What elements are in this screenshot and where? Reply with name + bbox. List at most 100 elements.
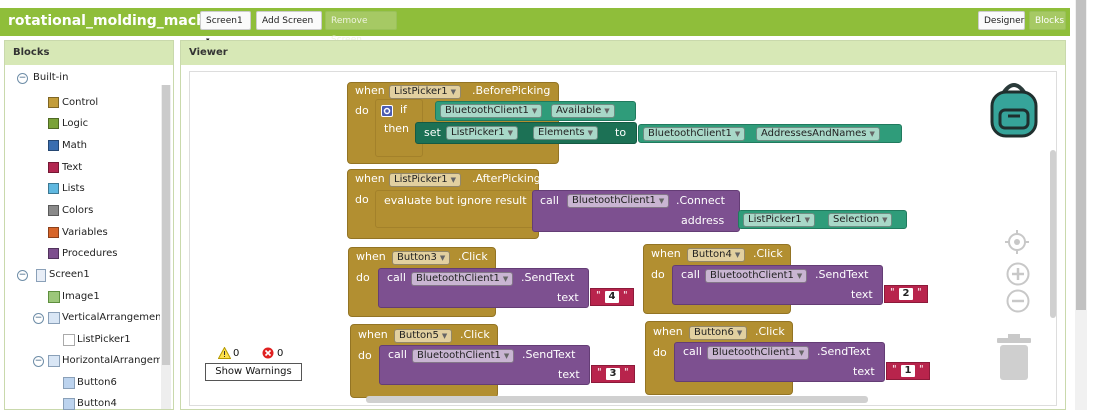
tree-item-label: Math	[62, 140, 88, 151]
collapse-icon[interactable]: −	[17, 73, 28, 84]
component-dropdown[interactable]: BluetoothClient1▼	[567, 194, 670, 208]
blocks-button[interactable]: Blocks	[1029, 11, 1066, 30]
property-dropdown[interactable]: AddressesAndNames▼	[756, 127, 880, 141]
quote-open: "	[892, 364, 897, 375]
call-bluetooth-connect-block[interactable]: call BluetoothClient1▼ .Connect address	[532, 190, 740, 232]
text-swatch-icon	[48, 162, 59, 173]
show-warnings-button[interactable]: Show Warnings	[205, 363, 302, 381]
dropdown-arrow-icon: ▼	[882, 216, 888, 224]
string-value[interactable]: 1	[901, 365, 915, 377]
dropdown-label: AddressesAndNames	[761, 128, 867, 139]
backpack-icon[interactable]	[986, 80, 1042, 141]
kw-to: to	[615, 126, 627, 139]
call-sendtext-block[interactable]: call BluetoothClient1▼ .SendText text	[672, 265, 883, 305]
text-string-block[interactable]: " 2 "	[884, 285, 928, 303]
remove-screen-button[interactable]: Remove Screen	[325, 11, 397, 45]
dropdown-arrow-icon: ▼	[798, 349, 805, 357]
tree-item-label: Variables	[62, 227, 108, 238]
text-string-block[interactable]: " 1 "	[886, 362, 930, 380]
dropdown-arrow-icon: ▼	[507, 129, 514, 137]
listpicker-selection-getter[interactable]: ListPicker1▼ Selection▼	[738, 210, 907, 229]
dropdown-label: Button5	[399, 330, 439, 341]
call-sendtext-block[interactable]: call BluetoothClient1▼ .SendText text	[674, 342, 885, 382]
tree-item-label: VerticalArrangement1	[62, 312, 160, 323]
warnings-count: 0	[233, 348, 240, 359]
project-toolbar	[0, 8, 1070, 36]
page-scrollbar-thumb[interactable]	[1076, 0, 1086, 310]
quote-open: "	[597, 367, 602, 378]
component-dropdown[interactable]: BluetoothClient1▼	[440, 104, 543, 118]
dropdown-arrow-icon: ▼	[450, 88, 457, 96]
dropdown-arrow-icon: ▼	[796, 272, 803, 280]
dropdown-label: Button6	[694, 327, 734, 338]
component-dropdown[interactable]: Button4▼	[687, 248, 746, 262]
component-dropdown[interactable]: ListPicker1▼	[743, 213, 816, 227]
component-dropdown[interactable]: Button5▼	[394, 329, 453, 343]
quote-open: "	[890, 287, 895, 298]
kw-call: call	[540, 194, 559, 207]
dropdown-label: Available	[556, 105, 602, 116]
dropdown-label: Button4	[692, 249, 732, 260]
vertical-arrangement-icon	[48, 312, 60, 324]
kw-call: call	[388, 348, 407, 361]
component-dropdown[interactable]: ListPicker1▼	[389, 85, 462, 99]
screen-selector[interactable]: Screen1 ▾	[200, 11, 251, 44]
collapse-icon[interactable]: −	[33, 313, 44, 324]
property-dropdown[interactable]: Available▼	[551, 104, 615, 118]
collapse-icon[interactable]: −	[17, 270, 28, 281]
call-sendtext-block[interactable]: call BluetoothClient1▼ .SendText text	[378, 268, 589, 308]
top-bar: rotational_molding_machine Screen1 ▾ Add…	[0, 0, 1070, 45]
component-dropdown[interactable]: BluetoothClient1▼	[705, 269, 808, 283]
method-name: .SendText	[522, 348, 576, 361]
zoom-out-icon[interactable]	[1006, 289, 1030, 316]
bluetooth-addresses-getter[interactable]: BluetoothClient1▼ AddressesAndNames▼	[638, 124, 902, 143]
property-dropdown[interactable]: Elements▼	[533, 126, 599, 140]
tree-item-label: HorizontalArrangemer	[62, 355, 160, 366]
component-dropdown[interactable]: ListPicker1▼	[446, 126, 519, 140]
procedures-swatch-icon	[48, 248, 59, 259]
property-dropdown[interactable]: Selection▼	[828, 213, 893, 227]
kw-when: when	[358, 328, 388, 341]
dropdown-arrow-icon: ▼	[869, 130, 875, 138]
blocks-workspace[interactable]: when ListPicker1▼ .BeforePicking do if t…	[189, 71, 1057, 406]
component-dropdown[interactable]: ListPicker1▼	[389, 173, 462, 187]
dropdown-label: ListPicker1	[748, 214, 802, 225]
string-value[interactable]: 3	[606, 368, 620, 380]
string-value[interactable]: 2	[899, 288, 913, 300]
screen-selector-label: Screen1	[206, 16, 243, 26]
gear-mutator-icon[interactable]	[381, 105, 393, 117]
zoom-in-icon[interactable]	[1006, 262, 1030, 289]
component-dropdown[interactable]: BluetoothClient1▼	[643, 127, 746, 141]
dropdown-arrow-icon: ▼	[734, 130, 741, 138]
tree-scrollbar-thumb[interactable]	[162, 85, 170, 365]
center-crosshair-icon[interactable]	[1005, 230, 1029, 257]
kw-set: set	[424, 126, 441, 139]
dropdown-label: BluetoothClient1	[416, 273, 500, 284]
component-dropdown[interactable]: Button3▼	[392, 251, 451, 265]
kw-do: do	[356, 271, 370, 284]
evaluate-ignore-block[interactable]: evaluate but ignore result	[375, 190, 535, 228]
workspace-horizontal-scrollbar[interactable]	[366, 396, 868, 403]
workspace-vertical-scrollbar[interactable]	[1050, 150, 1056, 318]
page-scrollbar[interactable]	[1075, 0, 1087, 410]
event-name: .Click	[753, 247, 783, 260]
add-screen-button[interactable]: Add Screen ...	[256, 11, 322, 45]
call-sendtext-block[interactable]: call BluetoothClient1▼ .SendText text	[379, 345, 590, 385]
trash-icon[interactable]	[996, 334, 1032, 383]
kw-call: call	[681, 268, 700, 281]
string-value[interactable]: 4	[605, 291, 619, 303]
component-dropdown[interactable]: Button6▼	[689, 326, 748, 340]
dropdown-label: BluetoothClient1	[710, 270, 794, 281]
component-dropdown[interactable]: BluetoothClient1▼	[707, 346, 810, 360]
screen-icon	[36, 269, 46, 282]
text-string-block[interactable]: " 4 "	[590, 288, 634, 306]
collapse-icon[interactable]: −	[33, 356, 44, 367]
component-dropdown[interactable]: BluetoothClient1▼	[412, 349, 515, 363]
designer-button[interactable]: Designer	[978, 11, 1025, 30]
component-dropdown[interactable]: BluetoothClient1▼	[411, 272, 514, 286]
tree-scrollbar[interactable]	[161, 85, 171, 409]
kw-call: call	[387, 271, 406, 284]
bluetooth-available-getter[interactable]: BluetoothClient1▼ Available▼	[435, 101, 636, 121]
set-listpicker-elements-block[interactable]: set ListPicker1▼ Elements▼ to	[415, 122, 637, 144]
text-string-block[interactable]: " 3 "	[591, 365, 635, 383]
